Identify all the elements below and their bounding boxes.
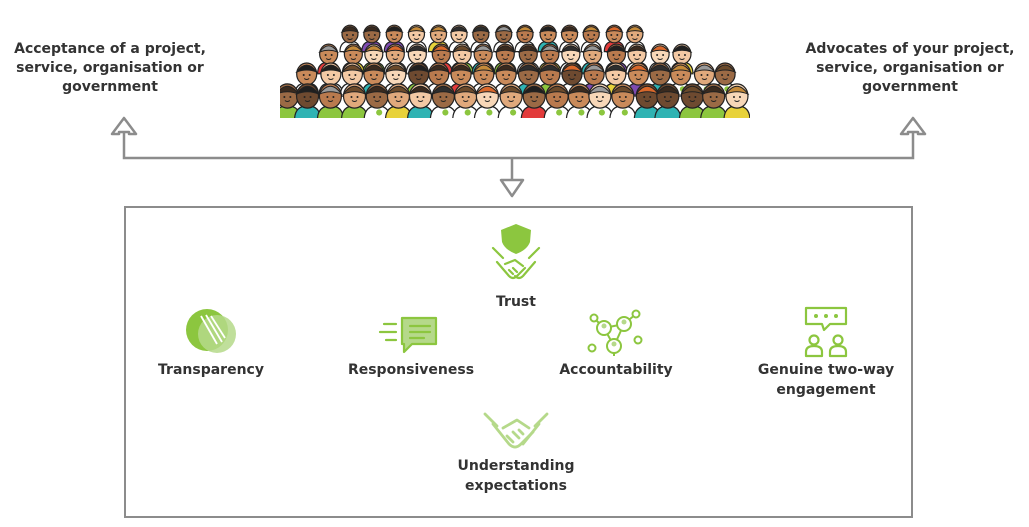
engagement-label: Genuine two-way engagement	[757, 362, 895, 398]
pillar-understanding: Understanding expectations	[436, 400, 596, 496]
pillar-accountability: Accountability	[541, 304, 691, 380]
transparency-label: Transparency	[158, 362, 264, 378]
handshake-icon	[483, 412, 549, 449]
pillar-trust: Trust	[466, 218, 566, 312]
pillar-transparency: Transparency	[146, 304, 276, 380]
pillar-engagement: Genuine two-way engagement	[746, 304, 906, 400]
speed-message-icon	[378, 316, 438, 354]
accountability-label: Accountability	[559, 362, 673, 378]
arrow-up-right-icon	[899, 116, 927, 136]
crowd-illustration	[280, 24, 750, 118]
arrow-up-left-icon	[110, 116, 138, 136]
trust-label: Trust	[496, 294, 536, 310]
acceptance-caption: Acceptance of a project, service, organi…	[14, 41, 206, 95]
pillar-responsiveness: Responsiveness	[336, 312, 486, 380]
overlapping-circles-icon	[186, 309, 236, 353]
two-people-chat-icon	[804, 306, 848, 358]
understanding-label: Understanding expectations	[457, 458, 575, 494]
arrow-down-icon	[499, 178, 525, 198]
shield-handshake-icon	[491, 224, 541, 280]
pillars-box: Trust Transparency Res	[124, 206, 913, 518]
responsiveness-label: Responsiveness	[347, 362, 475, 378]
network-people-icon	[587, 309, 643, 356]
advocates-caption: Advocates of your project, service, orga…	[805, 41, 1015, 95]
